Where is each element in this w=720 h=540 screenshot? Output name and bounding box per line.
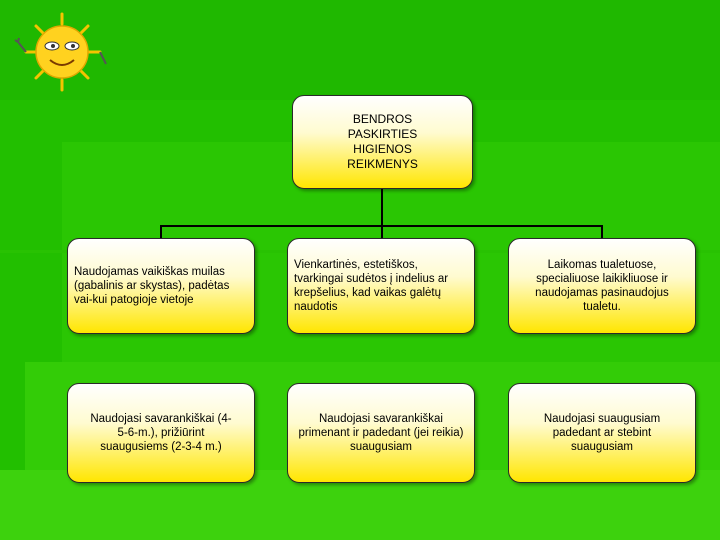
connector-left-down xyxy=(160,225,162,238)
detail-node-label: Naudojasi savarankiškai (4-5-6-m.), priž… xyxy=(74,412,248,454)
detail-node-label: Naudojasi savarankiškai primenant ir pad… xyxy=(294,412,468,454)
item-node-label: Naudojamas vaikiškas muilas (gabalinis a… xyxy=(74,265,248,307)
item-node-label: Vienkartinės, estetiškos, tvarkingai sud… xyxy=(294,258,468,314)
connector-root-down xyxy=(381,189,383,226)
connector-right-down xyxy=(601,225,603,238)
item-node-towels: Vienkartinės, estetiškos, tvarkingai sud… xyxy=(287,238,475,334)
detail-node-label: Naudojasi suaugusiam padedant ar stebint… xyxy=(515,412,689,454)
root-node-label: BENDROS PASKIRTIES HIGIENOS REIKMENYS xyxy=(338,112,428,172)
cartoon-sun-icon xyxy=(14,12,109,92)
connector-middle-down xyxy=(381,225,383,238)
detail-node-towels: Naudojasi savarankiškai primenant ir pad… xyxy=(287,383,475,483)
root-node: BENDROS PASKIRTIES HIGIENOS REIKMENYS xyxy=(292,95,473,189)
item-node-toilet-paper: Laikomas tualetuose, specialiuose laikik… xyxy=(508,238,696,334)
detail-node-toilet-paper: Naudojasi suaugusiam padedant ar stebint… xyxy=(508,383,696,483)
item-node-label: Laikomas tualetuose, specialiuose laikik… xyxy=(515,258,689,314)
item-node-soap: Naudojamas vaikiškas muilas (gabalinis a… xyxy=(67,238,255,334)
detail-node-soap: Naudojasi savarankiškai (4-5-6-m.), priž… xyxy=(67,383,255,483)
